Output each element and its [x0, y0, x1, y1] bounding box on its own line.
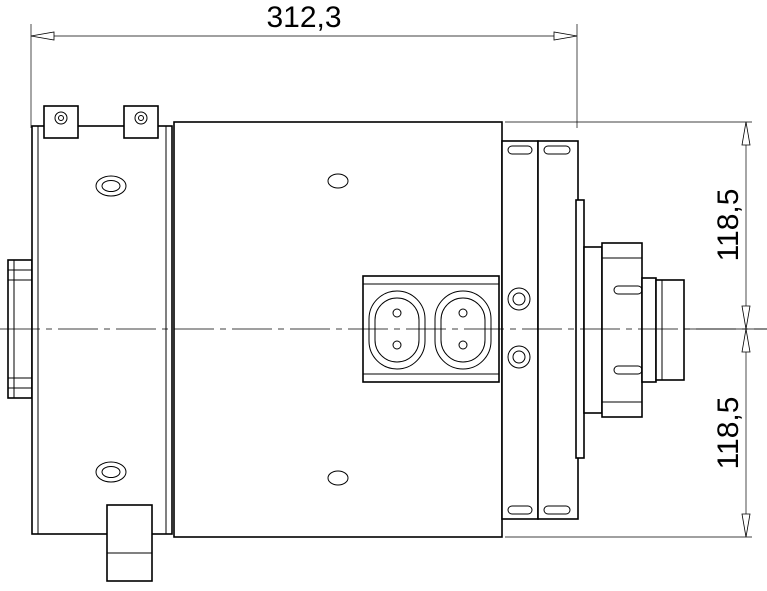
countersunk-hole-bottom	[95, 461, 127, 483]
bottom-connector-block	[106, 504, 153, 582]
shaft-tip	[655, 279, 685, 381]
left-cap-housing	[31, 105, 173, 582]
dimension-label-lower-height: 118,5	[712, 397, 745, 470]
dimension-label-upper-height: 118,5	[712, 189, 745, 262]
socket-left	[368, 290, 426, 370]
arrowhead-center-up	[741, 305, 751, 330]
arrowhead-center-down	[741, 328, 751, 353]
dimension-overall-length: 312,3	[30, 1, 578, 128]
mounting-tab-right	[123, 105, 159, 139]
countersunk-hole-top	[95, 175, 127, 197]
dimension-heights: 118,5 118,5	[505, 121, 767, 538]
shaft-hub	[601, 242, 643, 418]
dimension-label-overall-length: 312,3	[266, 1, 341, 34]
arrowhead-bottom	[741, 513, 751, 538]
arrowhead-right	[553, 31, 578, 41]
arrowhead-left	[30, 31, 55, 41]
flange-rings	[501, 140, 579, 520]
housing-hole-bottom	[327, 470, 349, 486]
mounting-tab-left	[43, 105, 79, 139]
housing-hole-top	[327, 173, 349, 189]
flange-screw-top	[507, 287, 531, 311]
arrowhead-top	[741, 121, 751, 146]
flange-screw-bottom	[507, 345, 531, 369]
socket-right	[434, 290, 492, 370]
